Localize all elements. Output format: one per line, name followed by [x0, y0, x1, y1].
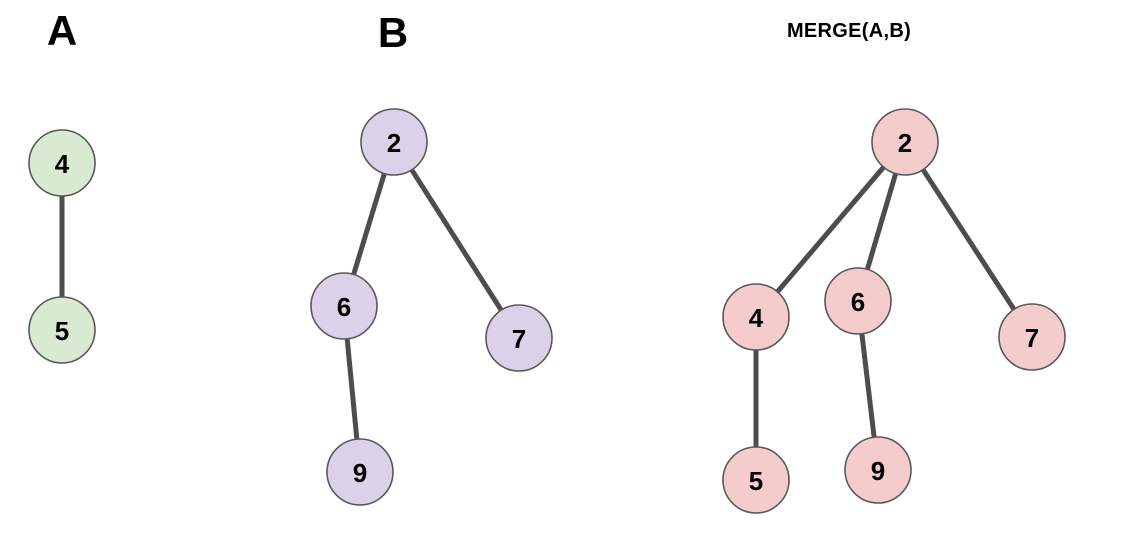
edge-m-2-to-m-4: [774, 162, 889, 296]
node-label-m-9: 9: [871, 456, 885, 486]
node-m-9[interactable]: 9: [844, 436, 912, 504]
edge-m-2-to-m-7: [918, 164, 1018, 313]
node-label-m-5: 5: [749, 466, 763, 496]
node-label-b-2: 2: [387, 128, 401, 158]
edge-m-2-to-m-6: [864, 169, 900, 272]
node-circle-m-9[interactable]: [844, 436, 912, 504]
node-circle-m-6[interactable]: [824, 267, 892, 335]
node-m-7[interactable]: 7: [998, 303, 1066, 371]
node-circle-a-4[interactable]: [28, 129, 96, 197]
node-label-a-4: 4: [55, 149, 70, 179]
node-b-2[interactable]: 2: [360, 108, 428, 176]
edge-b-6-to-b-9: [344, 334, 360, 442]
node-circle-m-4[interactable]: [722, 283, 790, 351]
node-m-4[interactable]: 4: [722, 283, 790, 351]
node-label-m-4: 4: [749, 303, 764, 333]
node-circle-b-6[interactable]: [310, 272, 378, 340]
node-circle-m-5[interactable]: [722, 446, 790, 514]
node-circle-b-9[interactable]: [326, 438, 394, 506]
nodes-group: 4 5 2 6 7 9 2 4 6 7 5 9: [28, 108, 1066, 514]
node-label-b-7: 7: [512, 324, 526, 354]
node-a-5[interactable]: 5: [28, 296, 96, 364]
node-circle-m-2[interactable]: [871, 108, 939, 176]
node-m-5[interactable]: 5: [722, 446, 790, 514]
node-a-4[interactable]: 4: [28, 129, 96, 197]
panel-title-panel-b: B: [377, 9, 409, 56]
node-b-7[interactable]: 7: [485, 304, 553, 372]
edges-group: [59, 162, 1018, 449]
node-label-b-9: 9: [353, 458, 367, 488]
node-circle-b-7[interactable]: [485, 304, 553, 372]
panel-title-panel-merge: MERGE(A,B): [786, 20, 912, 42]
edge-b-2-to-b-7: [407, 165, 505, 314]
node-circle-b-2[interactable]: [360, 108, 428, 176]
node-m-6[interactable]: 6: [824, 267, 892, 335]
node-label-m-7: 7: [1025, 323, 1039, 353]
edge-m-6-to-m-9: [858, 329, 877, 440]
panel-title-panel-a: A: [46, 7, 78, 54]
node-b-6[interactable]: 6: [310, 272, 378, 340]
node-label-m-6: 6: [851, 287, 865, 317]
node-circle-m-7[interactable]: [998, 303, 1066, 371]
node-b-9[interactable]: 9: [326, 438, 394, 506]
node-circle-a-5[interactable]: [28, 296, 96, 364]
node-label-b-6: 6: [337, 292, 351, 322]
node-m-2[interactable]: 2: [871, 108, 939, 176]
node-label-m-2: 2: [898, 128, 912, 158]
edge-b-2-to-b-6: [350, 169, 388, 278]
node-label-a-5: 5: [55, 316, 69, 346]
